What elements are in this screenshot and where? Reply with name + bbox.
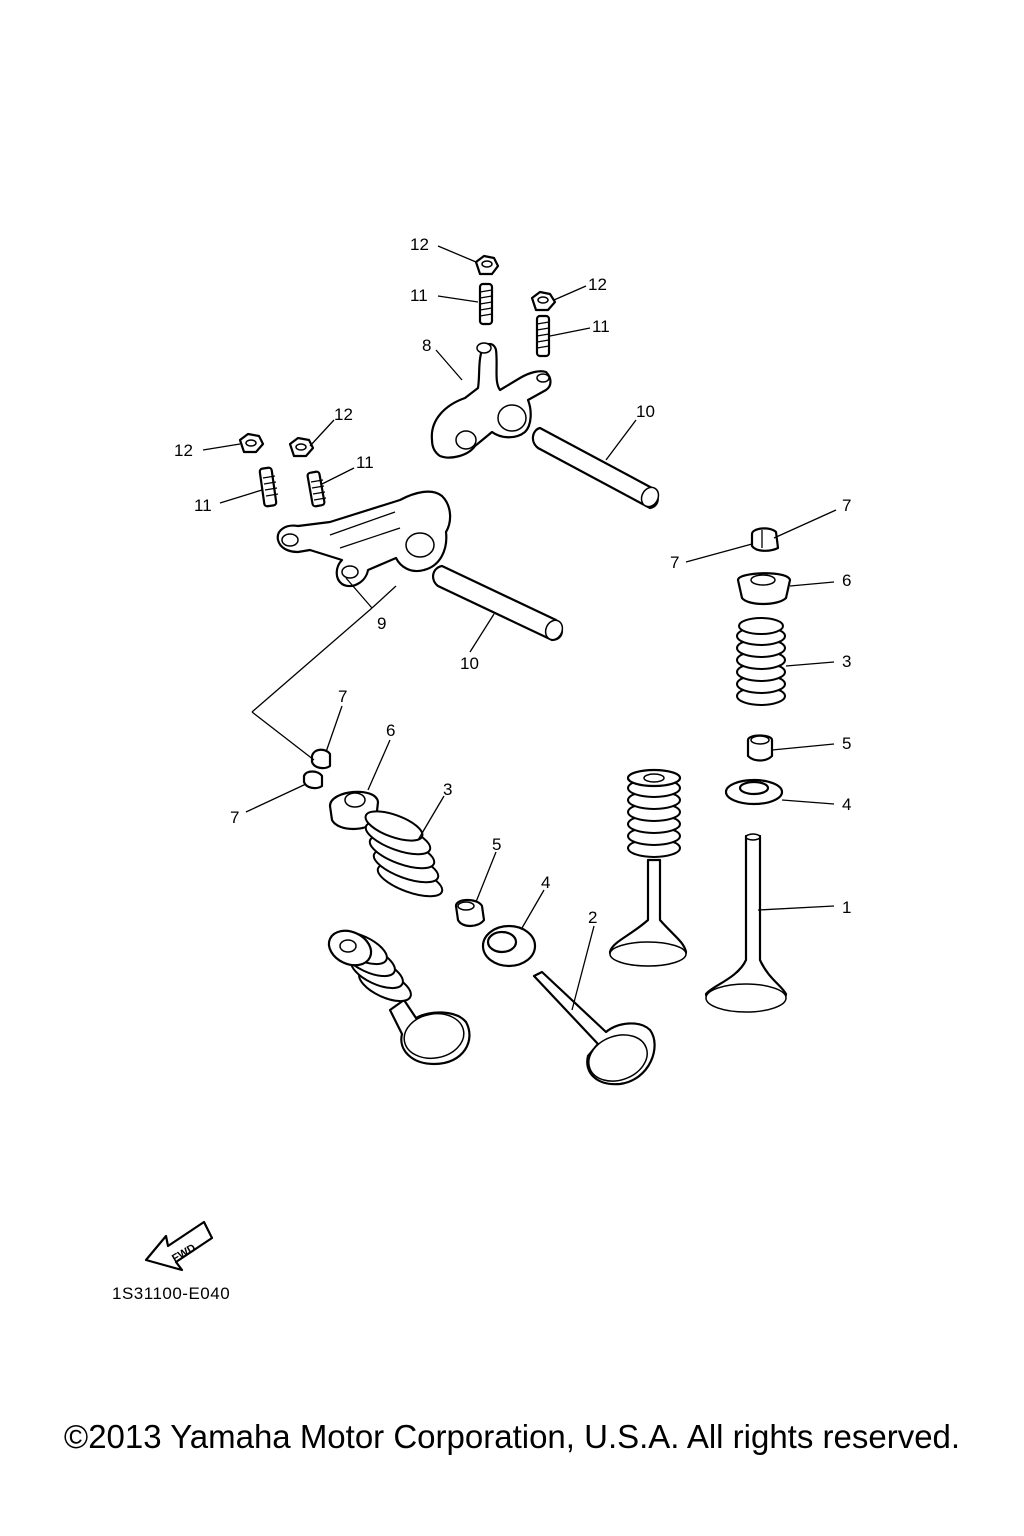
- callout-12: 12: [334, 405, 353, 424]
- screw-upper-right: [535, 314, 551, 358]
- valve-exhaust-right: [704, 833, 788, 1013]
- callout-10: 10: [636, 402, 655, 421]
- callout-7: 7: [338, 687, 347, 706]
- stem-seal-left: [454, 898, 486, 928]
- callout-10: 10: [460, 654, 479, 673]
- nut-upper-left: [474, 254, 500, 276]
- spring-right: [736, 617, 786, 706]
- spring-seat-left: [481, 924, 537, 968]
- callout-12: 12: [588, 275, 607, 294]
- callout-9: 9: [377, 614, 386, 633]
- screw-upper-left: [478, 282, 494, 326]
- callout-12: 12: [174, 441, 193, 460]
- copyright-notice: ©2013 Yamaha Motor Corporation, U.S.A. A…: [63, 1418, 961, 1455]
- callout-6: 6: [386, 721, 395, 740]
- valve-intake-left: [532, 970, 656, 1086]
- valve-assembled-center: [608, 768, 688, 967]
- callout-11: 11: [592, 317, 610, 336]
- callout-4: 4: [842, 795, 851, 814]
- callout-7: 7: [230, 808, 239, 827]
- valve-assembled-left: [327, 929, 471, 1066]
- callout-2: 2: [588, 908, 597, 927]
- callout-5: 5: [492, 835, 501, 854]
- callout-11: 11: [410, 286, 428, 305]
- leader-lines: [202, 245, 837, 1011]
- nut-upper-right: [530, 290, 557, 312]
- nut-lower-right: [288, 436, 315, 458]
- rocker-arm-lower: [276, 490, 452, 588]
- part-code: 1S31100-E040: [112, 1284, 231, 1303]
- callout-3: 3: [443, 780, 452, 799]
- cotters-left: [302, 748, 332, 790]
- nut-lower-left: [238, 432, 265, 454]
- screw-lower-left: [258, 466, 279, 508]
- retainer-right: [736, 572, 792, 606]
- rocker-shaft-lower: [432, 564, 564, 642]
- callout-6: 6: [842, 571, 851, 590]
- callout-7: 7: [670, 553, 679, 572]
- cotter-right: [750, 527, 780, 552]
- callout-11: 11: [194, 496, 212, 515]
- callout-8: 8: [422, 336, 431, 355]
- callout-4: 4: [541, 873, 550, 892]
- callout-3: 3: [842, 652, 851, 671]
- rocker-shaft-upper: [531, 426, 660, 510]
- callout-12: 12: [410, 235, 429, 254]
- callout-1: 1: [842, 898, 851, 917]
- callout-11: 11: [356, 453, 374, 472]
- callout-5: 5: [842, 734, 851, 753]
- screw-lower-right: [306, 470, 327, 508]
- callout-7: 7: [842, 496, 851, 515]
- stem-seal-right: [746, 734, 774, 762]
- rocker-arm-upper: [430, 342, 552, 459]
- spring-left: [364, 810, 444, 898]
- fwd-arrow-icon: FWD: [144, 1220, 214, 1272]
- spring-seat-right: [724, 778, 784, 806]
- callout-labels: 12 11 12 11 8 10 12 12 11 11 9 10 7 7 6 …: [174, 235, 851, 927]
